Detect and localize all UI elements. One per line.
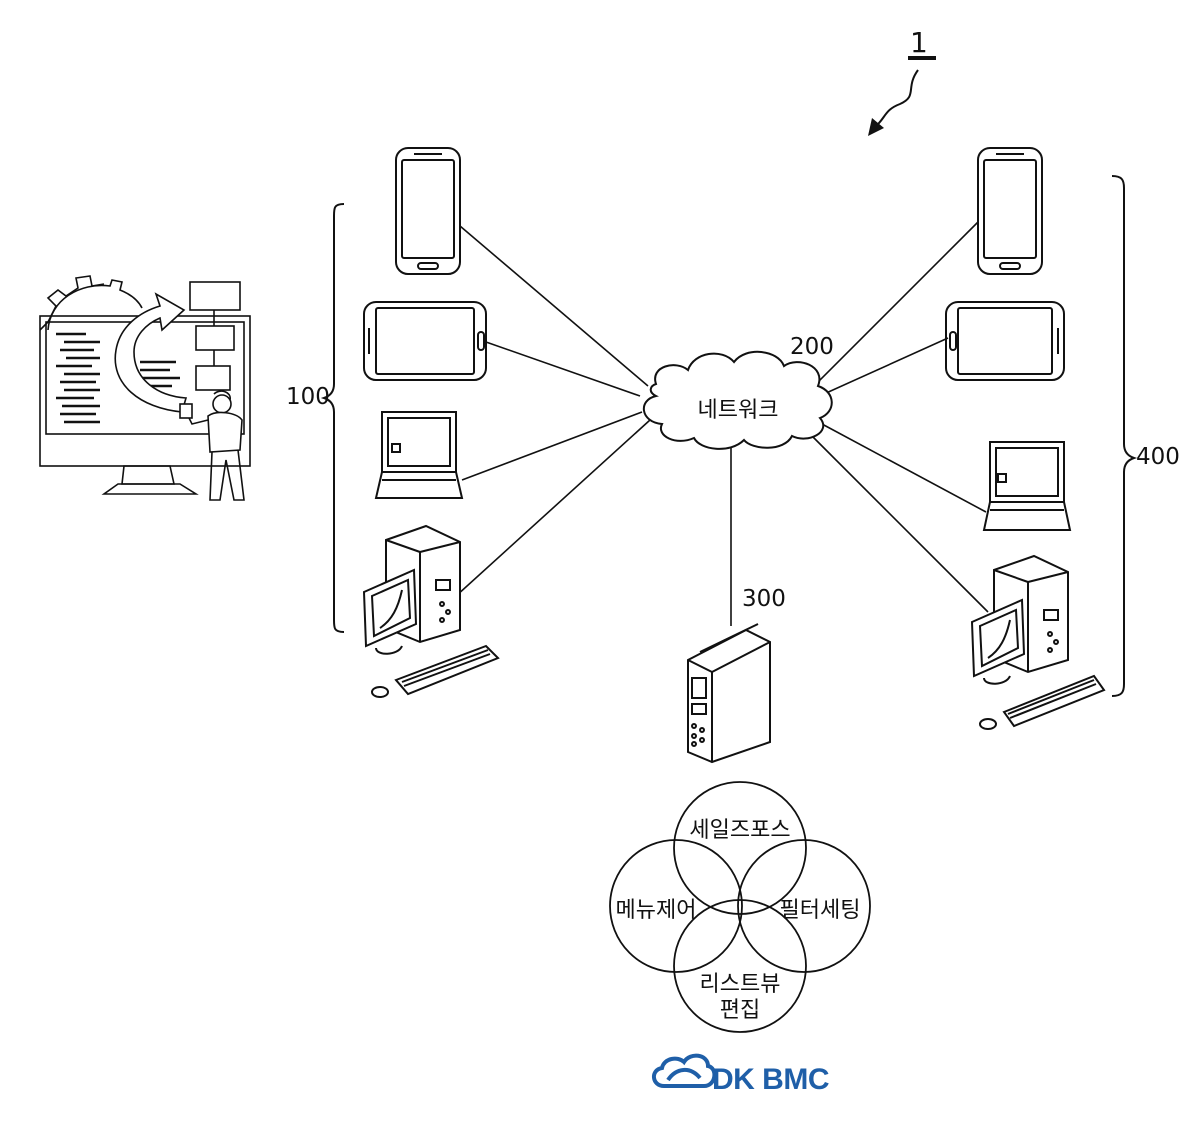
dkbmc-logo-text: DK BMC [712, 1063, 829, 1097]
partner-desktop [972, 556, 1104, 729]
server-ref-label: 300 [742, 586, 786, 612]
partner-laptop [984, 442, 1070, 530]
server-tower [688, 624, 770, 762]
client-group-label: 100 [286, 384, 330, 410]
feature-menu-control-label: 메뉴제어 [608, 892, 704, 924]
partner-tablet [946, 302, 1064, 380]
developer-illustration [40, 276, 250, 500]
dkbmc-logo: DK BMC [706, 1058, 829, 1102]
partner-group-brace [1112, 176, 1134, 696]
network-ref-label: 200 [790, 334, 834, 360]
feature-listview-edit-label-line2: 편집 [700, 992, 780, 1024]
feature-filter-setting-label: 필터세팅 [772, 892, 868, 924]
feature-salesforce-label: 세일즈포스 [680, 812, 800, 844]
partner-smartphone [978, 148, 1042, 274]
network-label: 네트워크 [692, 392, 784, 424]
client-laptop [376, 412, 462, 498]
client-desktop [364, 526, 498, 697]
figure-number: 1 [910, 26, 928, 59]
client-smartphone [396, 148, 460, 274]
client-tablet [364, 302, 486, 380]
partner-group-label: 400 [1136, 444, 1180, 470]
figure-ref-arrow [868, 58, 936, 136]
client-group-brace [324, 204, 344, 632]
